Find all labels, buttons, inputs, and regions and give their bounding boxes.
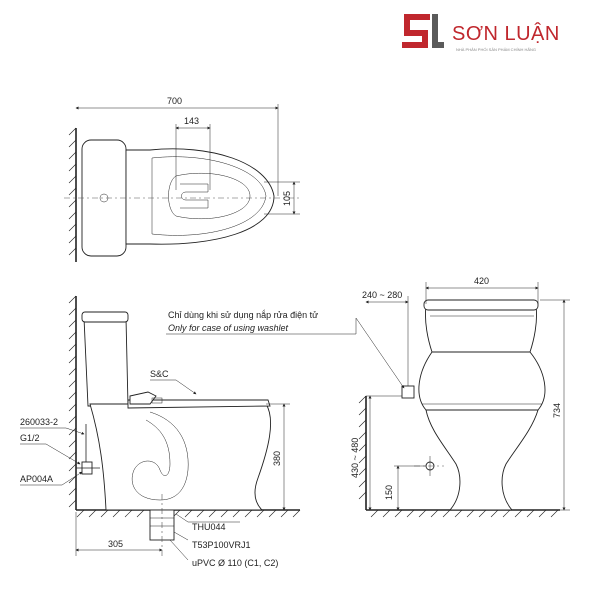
- note-english: Only for case of using washlet: [168, 323, 289, 333]
- pedestal-front: [425, 409, 539, 511]
- dim-overall-length: 700: [167, 96, 182, 106]
- bowl-top: [125, 148, 275, 245]
- label-angle-valve: AP004A: [20, 474, 53, 484]
- dim-seat-height: 380: [272, 451, 282, 466]
- label-adapter: T53P100VRJ1: [192, 540, 251, 550]
- dim-center-offset: 143: [184, 116, 199, 126]
- brand-logo: SƠN LUẬN NHÀ PHÂN PHỐI SẢN PHẨM CHÍNH HÃ…: [402, 14, 560, 52]
- label-seat-cover: S&C: [150, 369, 169, 379]
- tank-front: [425, 305, 537, 353]
- dim-outlet-range: 240 ~ 280: [362, 290, 402, 300]
- trapway: [131, 411, 189, 501]
- tank-side: [83, 317, 129, 407]
- label-thread-size: G1/2: [20, 433, 40, 443]
- brand-name: SƠN LUẬN: [452, 22, 560, 45]
- dim-side: 105: [282, 191, 292, 206]
- seat-side: [127, 399, 271, 409]
- dim-wall-offset: 305: [108, 539, 123, 549]
- bowl-side: [89, 403, 272, 511]
- wall-hatch: [68, 127, 77, 256]
- label-part-260033: 260033-2: [20, 417, 58, 427]
- tank-lid-front: [423, 299, 539, 311]
- tank-lid: [81, 311, 129, 323]
- brand-tagline: NHÀ PHÂN PHỐI SẢN PHẨM CHÍNH HÃNG: [456, 47, 536, 52]
- dim-total-height: 734: [552, 403, 562, 418]
- dim-supply-height: 150: [384, 485, 394, 500]
- top-view: 700 143 105: [64, 96, 300, 262]
- label-flange: THU044: [192, 522, 226, 532]
- bowl-front: [418, 351, 546, 411]
- front-view: 420 240 ~ 280 734 430 ~ 480 150: [350, 276, 570, 518]
- label-pipe: uPVC Ø 110 (C1, C2): [192, 558, 278, 568]
- note-vietnamese: Chỉ dùng khi sử dụng nắp rửa điện tử: [168, 310, 318, 320]
- logo-mark-icon: [402, 14, 444, 48]
- dim-width: 420: [474, 276, 489, 286]
- side-view: Chỉ dùng khi sử dụng nắp rửa điện tử Onl…: [20, 295, 357, 568]
- dim-outlet-height: 430 ~ 480: [350, 438, 360, 478]
